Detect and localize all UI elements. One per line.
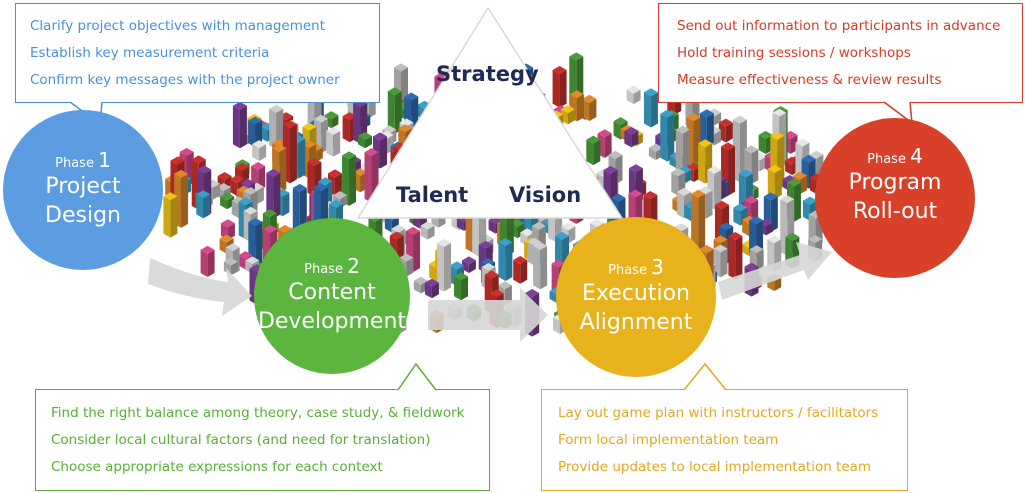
phase-number: 3 bbox=[651, 255, 664, 279]
triangle-label-talent: Talent bbox=[396, 183, 469, 207]
callout-item: Establish key measurement criteria bbox=[30, 45, 270, 61]
phase-number: 2 bbox=[347, 254, 360, 278]
callout-item: Send out information to participants in … bbox=[677, 18, 1001, 34]
phase-label: Phase bbox=[55, 156, 94, 171]
triangle-label-vision: Vision bbox=[509, 183, 582, 207]
phase-title: Execution bbox=[582, 281, 690, 306]
callout-program-rollout: Send out information to participants in … bbox=[658, 3, 1023, 103]
arrow-2-to-3 bbox=[428, 288, 548, 342]
phase-title: Project bbox=[45, 174, 121, 199]
callout-item: Find the right balance among theory, cas… bbox=[51, 405, 465, 421]
callout-item: Hold training sessions / workshops bbox=[677, 45, 911, 61]
callout-content-development: Find the right balance among theory, cas… bbox=[35, 389, 490, 491]
callout-item: Provide updates to local implementation … bbox=[558, 459, 872, 475]
phase-label: Phase bbox=[608, 263, 647, 278]
phase-label: Phase bbox=[304, 262, 343, 277]
phase-title: Content bbox=[288, 280, 376, 305]
phase-2-circle: Phase 2 Content Development bbox=[254, 218, 410, 374]
phase-title: Development bbox=[257, 309, 407, 334]
phase-label: Phase bbox=[867, 152, 906, 167]
callout-execution-alignment: Lay out game plan with instructors / fac… bbox=[541, 389, 908, 491]
phase-title: Alignment bbox=[579, 310, 693, 335]
phase-number: 4 bbox=[910, 144, 923, 168]
callout-project-design: Clarify project objectives with manageme… bbox=[15, 3, 380, 103]
arrow-3-to-4 bbox=[718, 242, 832, 300]
callout-item: Consider local cultural factors (and nee… bbox=[51, 432, 431, 448]
callout-item: Lay out game plan with instructors / fac… bbox=[558, 405, 879, 421]
phase-3-circle: Phase 3 Execution Alignment bbox=[556, 217, 716, 377]
phase-1-circle: Phase 1 Project Design bbox=[3, 110, 163, 270]
callout-item: Form local implementation team bbox=[558, 432, 779, 448]
phase-4-circle: Phase 4 Program Roll-out bbox=[815, 118, 975, 278]
triangle-label-strategy: Strategy bbox=[436, 62, 539, 86]
callout-item: Confirm key messages with the project ow… bbox=[30, 72, 340, 88]
callout-item: Choose appropriate expressions for each … bbox=[51, 459, 383, 475]
strategy-triangle bbox=[356, 6, 624, 219]
arrow-1-to-2 bbox=[148, 258, 252, 316]
phase-number: 1 bbox=[98, 148, 111, 172]
phase-title: Program bbox=[848, 170, 942, 195]
callout-item: Clarify project objectives with manageme… bbox=[30, 18, 326, 34]
callout-item: Measure effectiveness & review results bbox=[677, 72, 942, 88]
phase-title: Design bbox=[45, 203, 121, 228]
phase-title: Roll-out bbox=[852, 199, 938, 224]
